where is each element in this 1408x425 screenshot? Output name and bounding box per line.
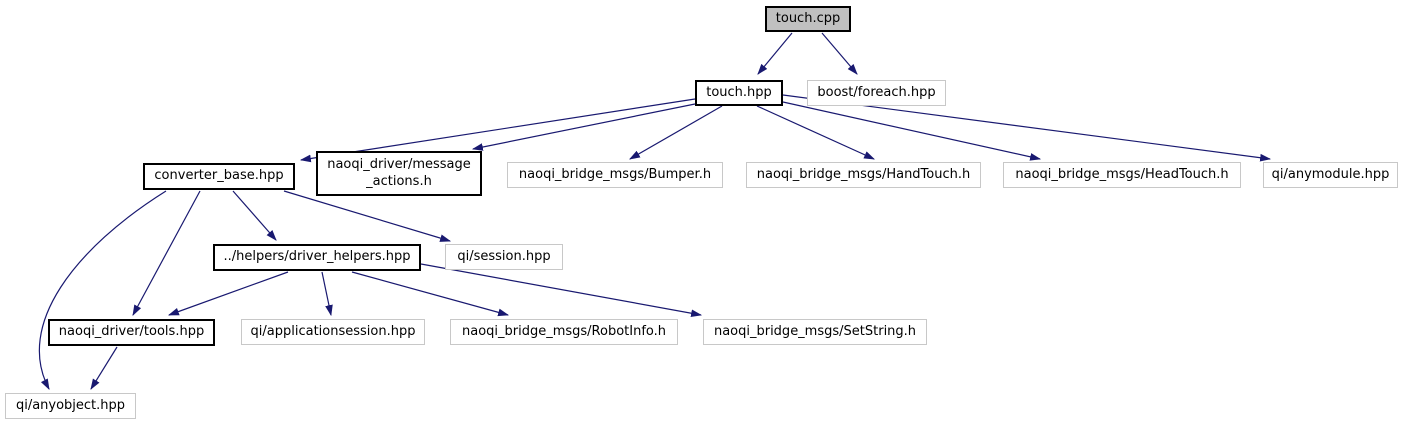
node-qi-anymodule-hpp: qi/anymodule.hpp (1263, 162, 1398, 188)
node-headtouch-h: naoqi_bridge_msgs/HeadTouch.h (1003, 162, 1241, 188)
node-tools-hpp[interactable]: naoqi_driver/tools.hpp (48, 319, 215, 346)
edge-touchhpp-handtouch (756, 105, 876, 160)
edge-touchhpp-converterbase (299, 98, 696, 163)
edge-touchcpp-touchhpp (757, 32, 793, 75)
edge-touchcpp-boostforeach (821, 32, 858, 75)
node-qi-session-hpp: qi/session.hpp (445, 244, 563, 270)
edge-touchhpp-bumper (629, 105, 723, 160)
node-message-actions-h[interactable]: naoqi_driver/message _actions.h (316, 151, 482, 196)
node-touch-cpp: touch.cpp (765, 6, 851, 32)
node-bumper-h: naoqi_bridge_msgs/Bumper.h (507, 162, 723, 188)
node-handtouch-h: naoqi_bridge_msgs/HandTouch.h (746, 162, 981, 188)
edge-driverhelpers-setstring (420, 263, 703, 318)
edge-converterbase-session (283, 190, 452, 242)
node-qi-anyobject-hpp: qi/anyobject.hpp (5, 393, 136, 419)
edge-driverhelpers-tools (167, 271, 289, 316)
edge-tools-anyobject (90, 346, 118, 390)
edge-driverhelpers-robotinfo (351, 271, 510, 317)
edge-converterbase-tools (132, 190, 201, 316)
node-boost-foreach-hpp: boost/foreach.hpp (807, 80, 946, 106)
edge-driverhelpers-appsession (321, 271, 333, 317)
edge-touchhpp-messageactions (471, 103, 696, 151)
node-robotinfo-h: naoqi_bridge_msgs/RobotInfo.h (450, 319, 678, 345)
node-setstring-h: naoqi_bridge_msgs/SetString.h (703, 319, 927, 345)
edge-converterbase-driverhelpers (232, 190, 277, 241)
node-touch-hpp[interactable]: touch.hpp (695, 80, 783, 106)
node-driver-helpers-hpp[interactable]: ../helpers/driver_helpers.hpp (213, 244, 421, 271)
node-converter-base-hpp[interactable]: converter_base.hpp (143, 163, 295, 190)
edge-touchhpp-headtouch (782, 101, 1042, 161)
node-applicationsession-hpp: qi/applicationsession.hpp (241, 319, 425, 345)
edge-converterbase-anyobject (38, 190, 167, 390)
